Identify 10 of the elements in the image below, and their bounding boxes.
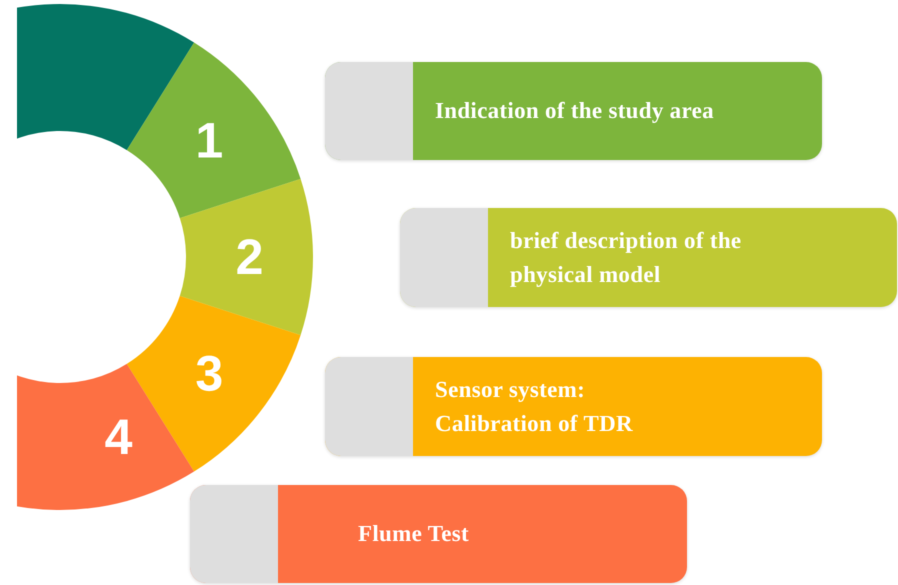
step-text: Indication of the study area [434, 97, 715, 126]
step-text: brief description of the physical model [509, 227, 742, 289]
step-text: Sensor system: Calibration of TDR [434, 376, 634, 438]
step-card [325, 357, 822, 456]
step-card [190, 485, 687, 583]
step-text: Flume Test [357, 520, 470, 548]
step-card [400, 208, 897, 307]
ring-segment: 1 [126, 42, 301, 218]
step-card [325, 62, 822, 160]
ring-segment: 2 [180, 178, 312, 336]
